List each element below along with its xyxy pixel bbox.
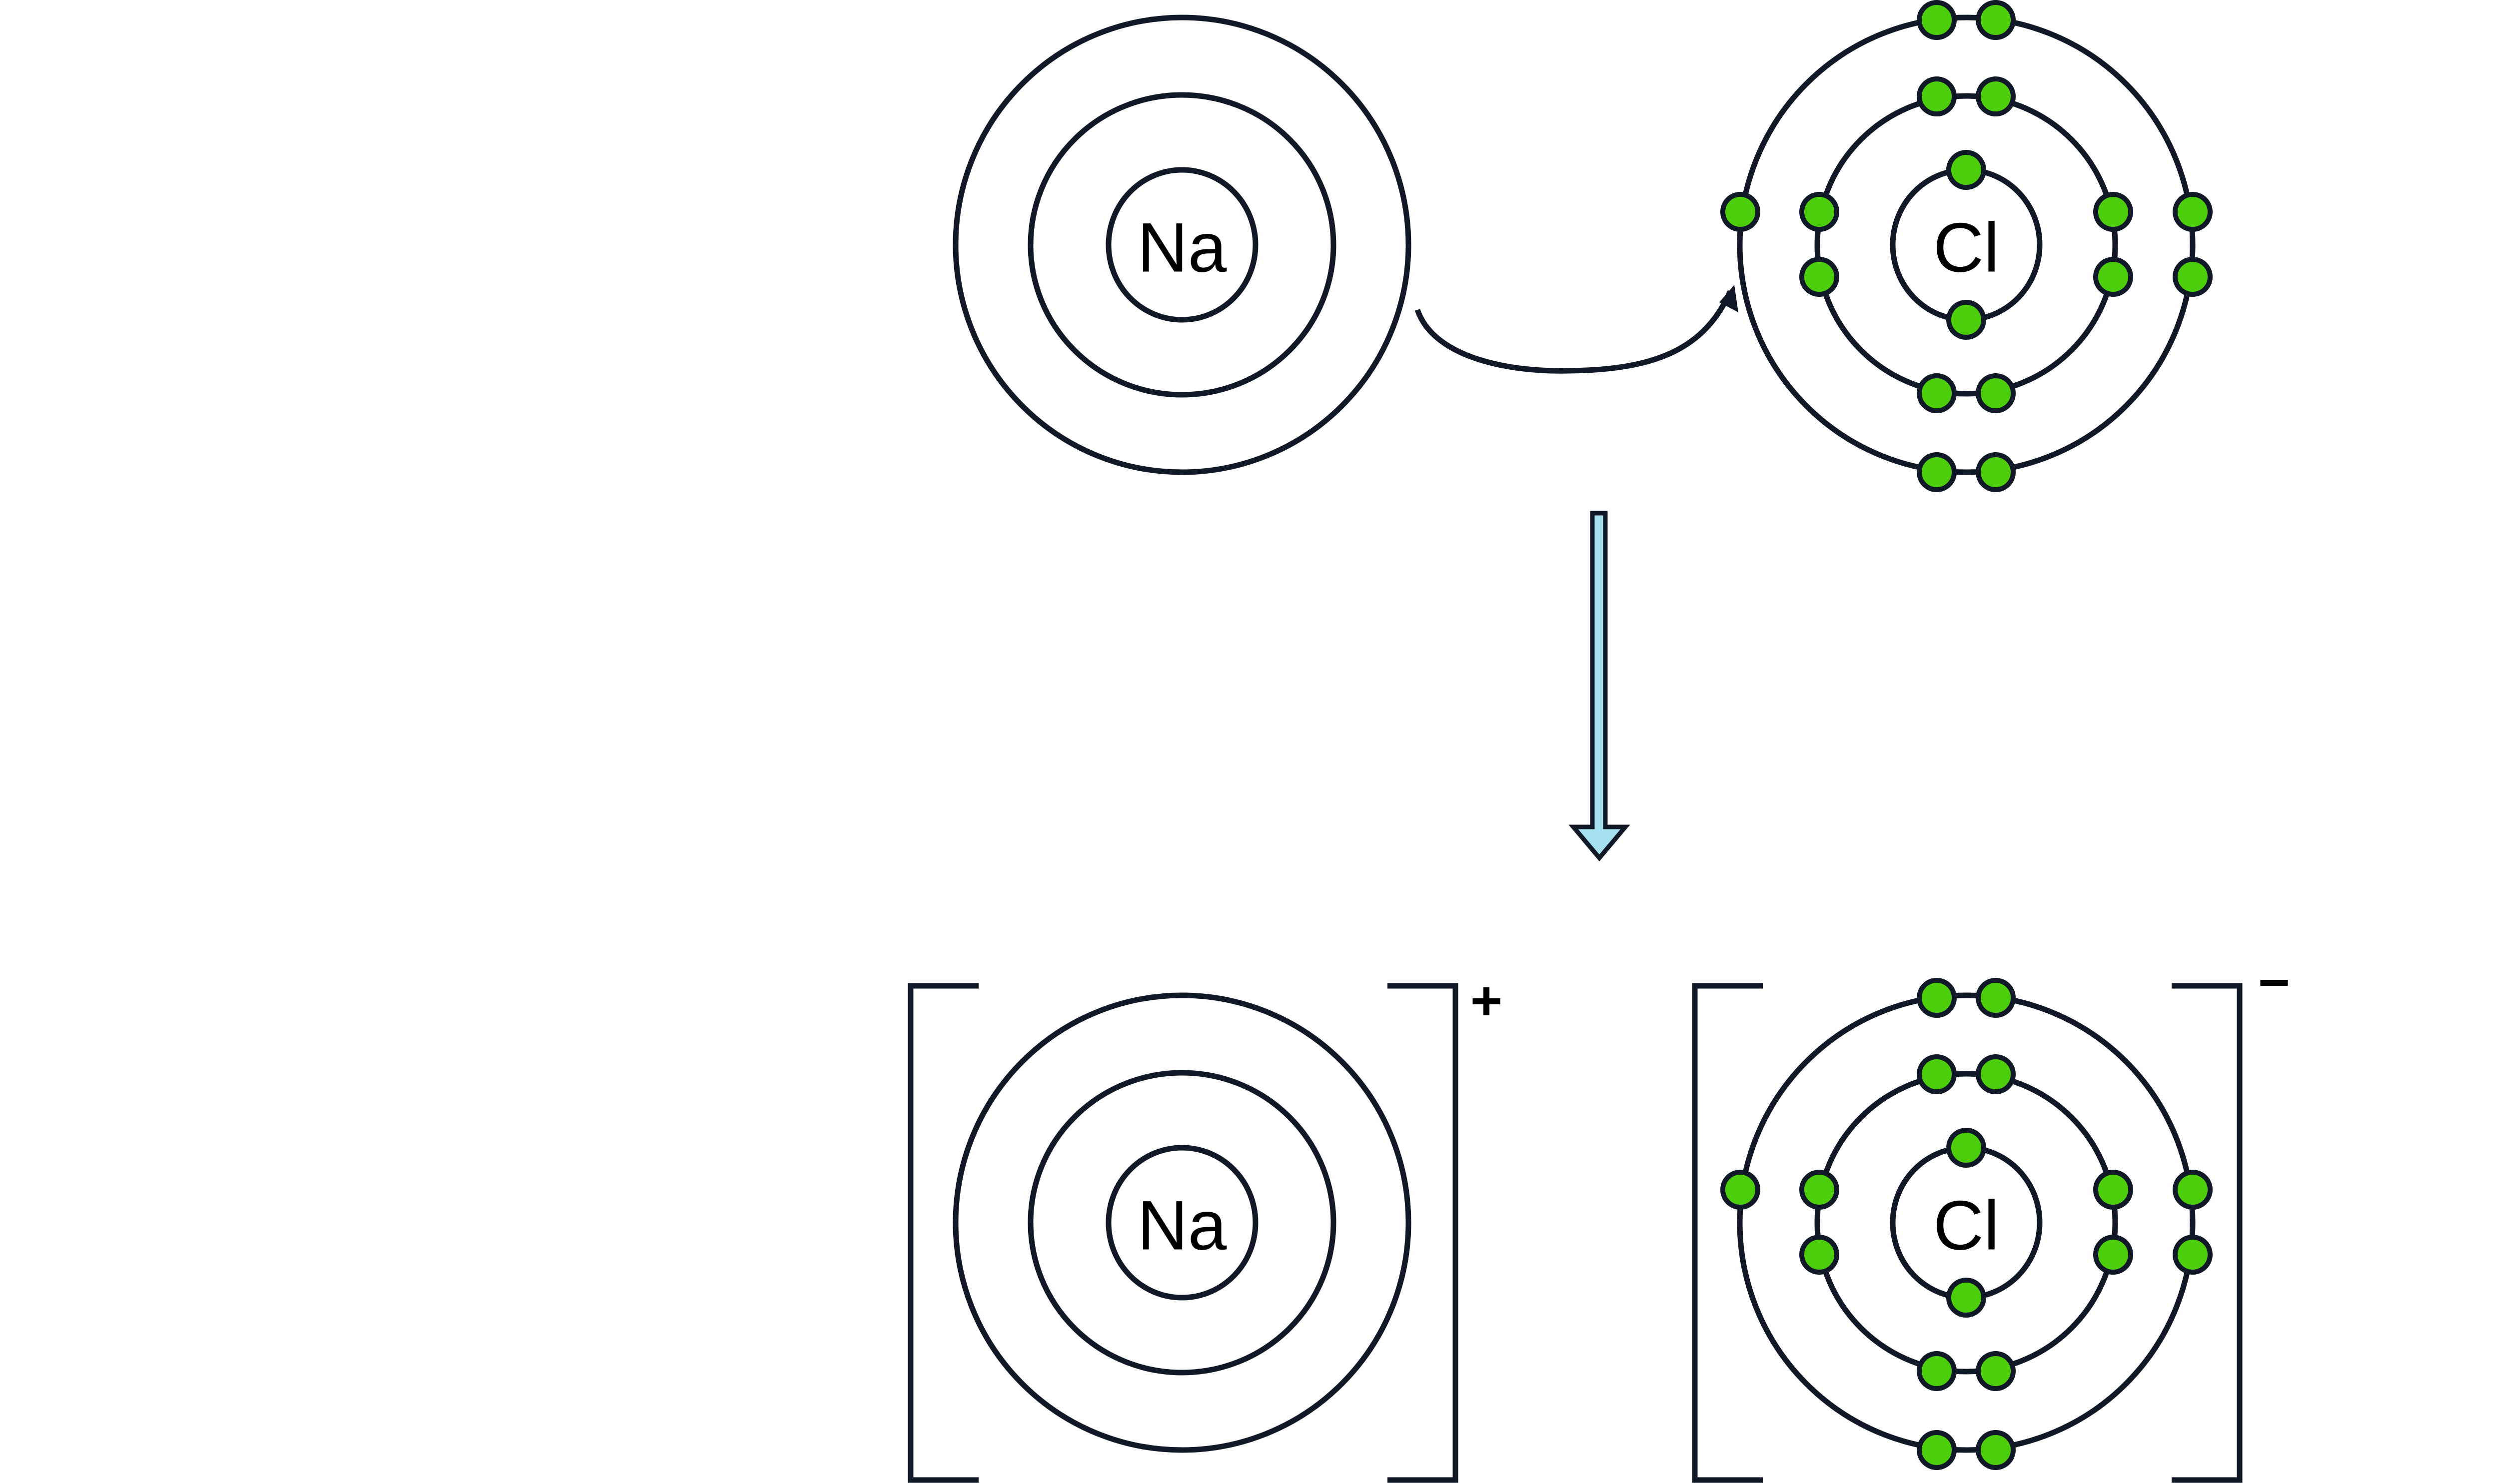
electron-dot-icon	[1917, 1351, 1957, 1391]
cl-ion-electrons	[1720, 978, 2213, 1470]
cl-ion-symbol: Cl	[1933, 1186, 1999, 1265]
transfer-arrowhead-icon	[1719, 285, 1738, 312]
sodium-atom: Na	[953, 14, 1421, 475]
electron-dot-icon	[1946, 1128, 1986, 1168]
cl-electrons	[1720, 0, 2213, 492]
electron-dot-icon	[1799, 257, 1839, 297]
electron-dot-icon	[2093, 192, 2133, 232]
na-charge: +	[1470, 970, 1502, 1032]
na-ion-outer-shell	[953, 992, 1411, 1453]
electron-dot-icon	[2173, 192, 2213, 232]
na-ion-second-shell	[1028, 1070, 1336, 1376]
electron-dot-icon	[2173, 1235, 2213, 1275]
electron-dot-icon	[1946, 1278, 1986, 1318]
electron-dot-icon	[1799, 192, 1839, 232]
electron-dot-icon	[1946, 150, 1986, 190]
electron-dot-icon	[1917, 373, 1957, 413]
electron-dot-icon	[2173, 1170, 2213, 1210]
electron-dot-icon	[1917, 452, 1957, 492]
electron-dot-icon	[1917, 978, 1957, 1018]
electron-dot-icon	[1799, 1235, 1839, 1275]
na-second-shell	[1028, 92, 1336, 398]
electron-dot-icon	[1799, 1170, 1839, 1210]
electron-dot-icon	[1976, 1054, 2016, 1094]
cl-left-bracket	[1692, 983, 1763, 1483]
electron-dot-icon	[1917, 1054, 1957, 1094]
na-right-bracket	[1387, 983, 1458, 1483]
na-symbol: Na	[1138, 208, 1227, 287]
na-ion-inner-shell	[1106, 1145, 1258, 1301]
na-ion-symbol: Na	[1138, 1186, 1227, 1265]
cl-ion-outer-shell	[1737, 992, 2196, 1453]
electron-dot-icon	[1720, 1170, 1760, 1210]
electron-dot-icon	[2173, 257, 2213, 297]
electron-dot-icon	[1976, 452, 2016, 492]
na-left-bracket	[908, 983, 979, 1483]
electron-dot-icon	[1720, 192, 1760, 232]
cl-right-bracket	[2172, 983, 2243, 1483]
reaction-down-arrow-icon	[1568, 511, 1630, 862]
electron-dot-icon	[1976, 76, 2016, 116]
electron-dot-icon	[1976, 373, 2016, 413]
electron-dot-icon	[2093, 1170, 2133, 1210]
electron-dot-icon	[1976, 978, 2016, 1018]
electron-transfer-arrow	[1414, 290, 1733, 374]
electron-dot-icon	[1917, 1430, 1957, 1470]
sodium-ion: + Na	[908, 970, 1502, 1483]
electron-dot-icon	[1976, 0, 2016, 40]
cl-charge: −	[2258, 952, 2290, 1013]
cl-ion-second-shell	[1814, 1071, 2118, 1375]
cl-outer-shell	[1737, 14, 2196, 475]
electron-dot-icon	[1917, 0, 1957, 40]
electron-dot-icon	[1946, 300, 1986, 340]
na-inner-shell	[1106, 167, 1258, 323]
electron-dot-icon	[2093, 1235, 2133, 1275]
electron-dot-icon	[1976, 1430, 2016, 1470]
chloride-ion: − Cl	[1692, 952, 2290, 1483]
electron-dot-icon	[2093, 257, 2133, 297]
na-outer-shell	[953, 14, 1411, 475]
cl-symbol: Cl	[1933, 208, 1999, 287]
electron-dot-icon	[1976, 1351, 2016, 1391]
electron-dot-icon	[1917, 76, 1957, 116]
chlorine-atom: Cl	[1720, 0, 2213, 492]
cl-second-shell	[1814, 93, 2118, 397]
